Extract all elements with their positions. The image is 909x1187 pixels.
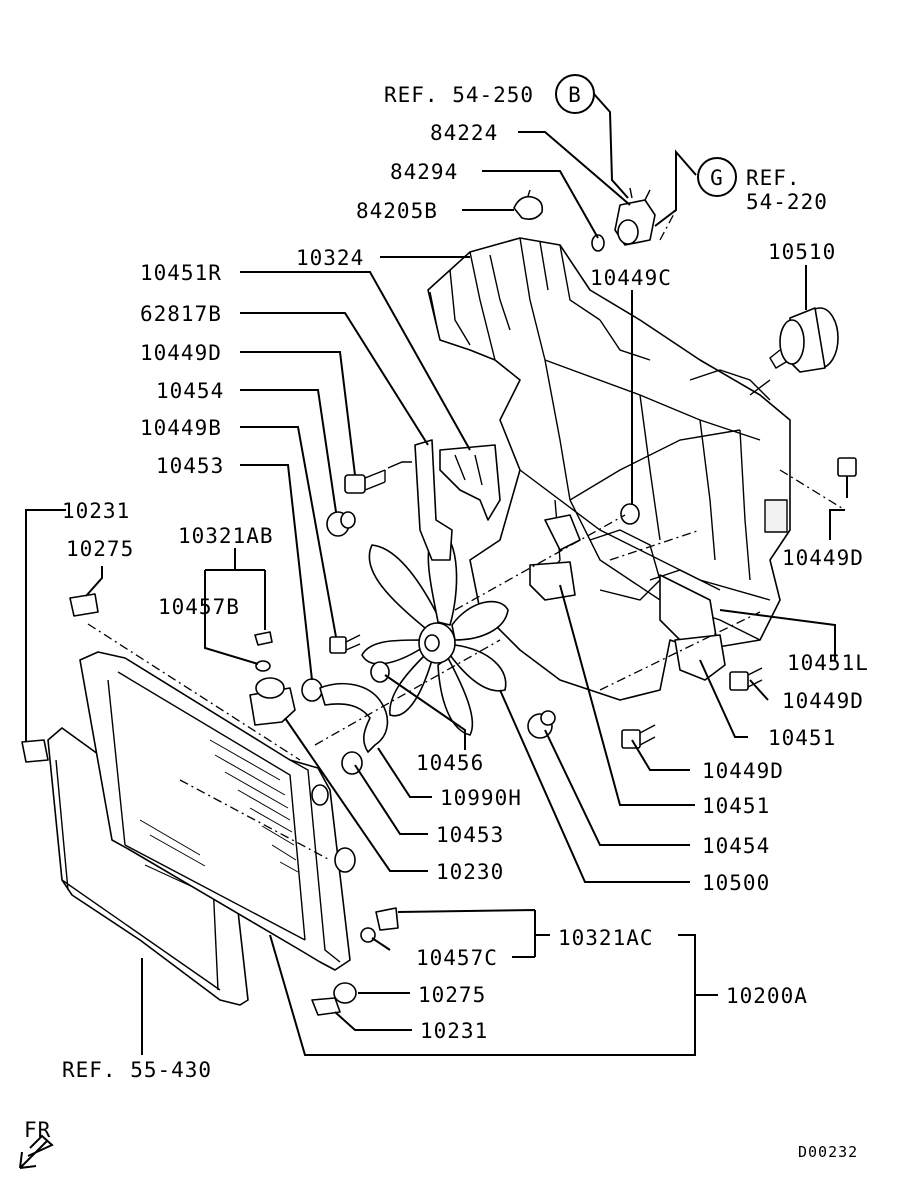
callout-g: G xyxy=(697,157,737,197)
part-label: 10321AC xyxy=(558,926,654,950)
part-label: 10449D xyxy=(782,546,864,570)
part-label: 10456 xyxy=(416,751,484,775)
alignment-lines xyxy=(87,209,846,861)
part-label: 10453 xyxy=(436,823,504,847)
part-label: 10231 xyxy=(62,499,130,523)
part-label: 10451R xyxy=(140,261,222,285)
radiator-hose-drawing xyxy=(319,682,389,753)
radiator-cap-drawing xyxy=(249,677,296,726)
part-label: 10275 xyxy=(418,983,486,1007)
front-arrow-icon xyxy=(19,1134,54,1169)
part-label: 10230 xyxy=(436,860,504,884)
connector-drawing xyxy=(614,187,656,246)
part-label: 10500 xyxy=(702,871,770,895)
callout-g-text: G xyxy=(710,166,724,190)
part-label: 10275 xyxy=(66,537,134,561)
shroud-brackets-drawing xyxy=(414,439,726,681)
part-labels: 84224 84294 84205B 10324 10451R 62817B 1… xyxy=(62,121,869,1043)
part-label: 10449C xyxy=(590,266,672,290)
fasteners-drawing xyxy=(21,457,857,1016)
cap-drawing xyxy=(513,189,544,220)
part-label: 10449D xyxy=(702,759,784,783)
front-marker-text: FR xyxy=(24,1118,51,1142)
part-label: 10200A xyxy=(726,984,808,1008)
ref-54-220-label-line1: REF. xyxy=(746,166,801,190)
part-label: 10449D xyxy=(782,689,864,713)
part-label: 10457C xyxy=(416,946,498,970)
diagram-id: D00232 xyxy=(798,1143,858,1161)
part-label: 84294 xyxy=(390,160,458,184)
part-label: 10324 xyxy=(296,246,364,270)
o-ring-drawing xyxy=(591,234,605,252)
part-label: 10451 xyxy=(702,794,770,818)
part-label: 10990H xyxy=(440,786,522,810)
fan-motor-drawing xyxy=(749,307,839,396)
part-label: 10231 xyxy=(420,1019,488,1043)
radiator-drawing xyxy=(79,651,356,971)
part-label: 10321AB xyxy=(178,524,274,548)
part-label: 10451 xyxy=(768,726,836,750)
ref-54-250-label: REF. 54-250 xyxy=(384,83,534,107)
part-label: 10454 xyxy=(156,379,224,403)
callout-b: B xyxy=(555,74,595,114)
callout-b-text: B xyxy=(568,83,582,107)
fan-shroud-drawing xyxy=(427,237,791,701)
part-label: 10454 xyxy=(702,834,770,858)
part-label: 84205B xyxy=(356,199,438,223)
part-label: 10453 xyxy=(156,454,224,478)
leader-lines xyxy=(25,93,845,1056)
part-label: 10457B xyxy=(158,595,240,619)
part-label: 10510 xyxy=(768,240,836,264)
ref-55-430-label: REF. 55-430 xyxy=(62,1058,212,1082)
ref-54-220-label-line2: 54-220 xyxy=(746,190,828,214)
part-label: 62817B xyxy=(140,302,222,326)
part-label: 84224 xyxy=(430,121,498,145)
front-direction-marker: FR xyxy=(19,1118,54,1169)
part-label: 10449B xyxy=(140,416,222,440)
part-label: 10449D xyxy=(140,341,222,365)
part-label: 10451L xyxy=(787,651,869,675)
fan-blade-drawing xyxy=(361,529,509,736)
